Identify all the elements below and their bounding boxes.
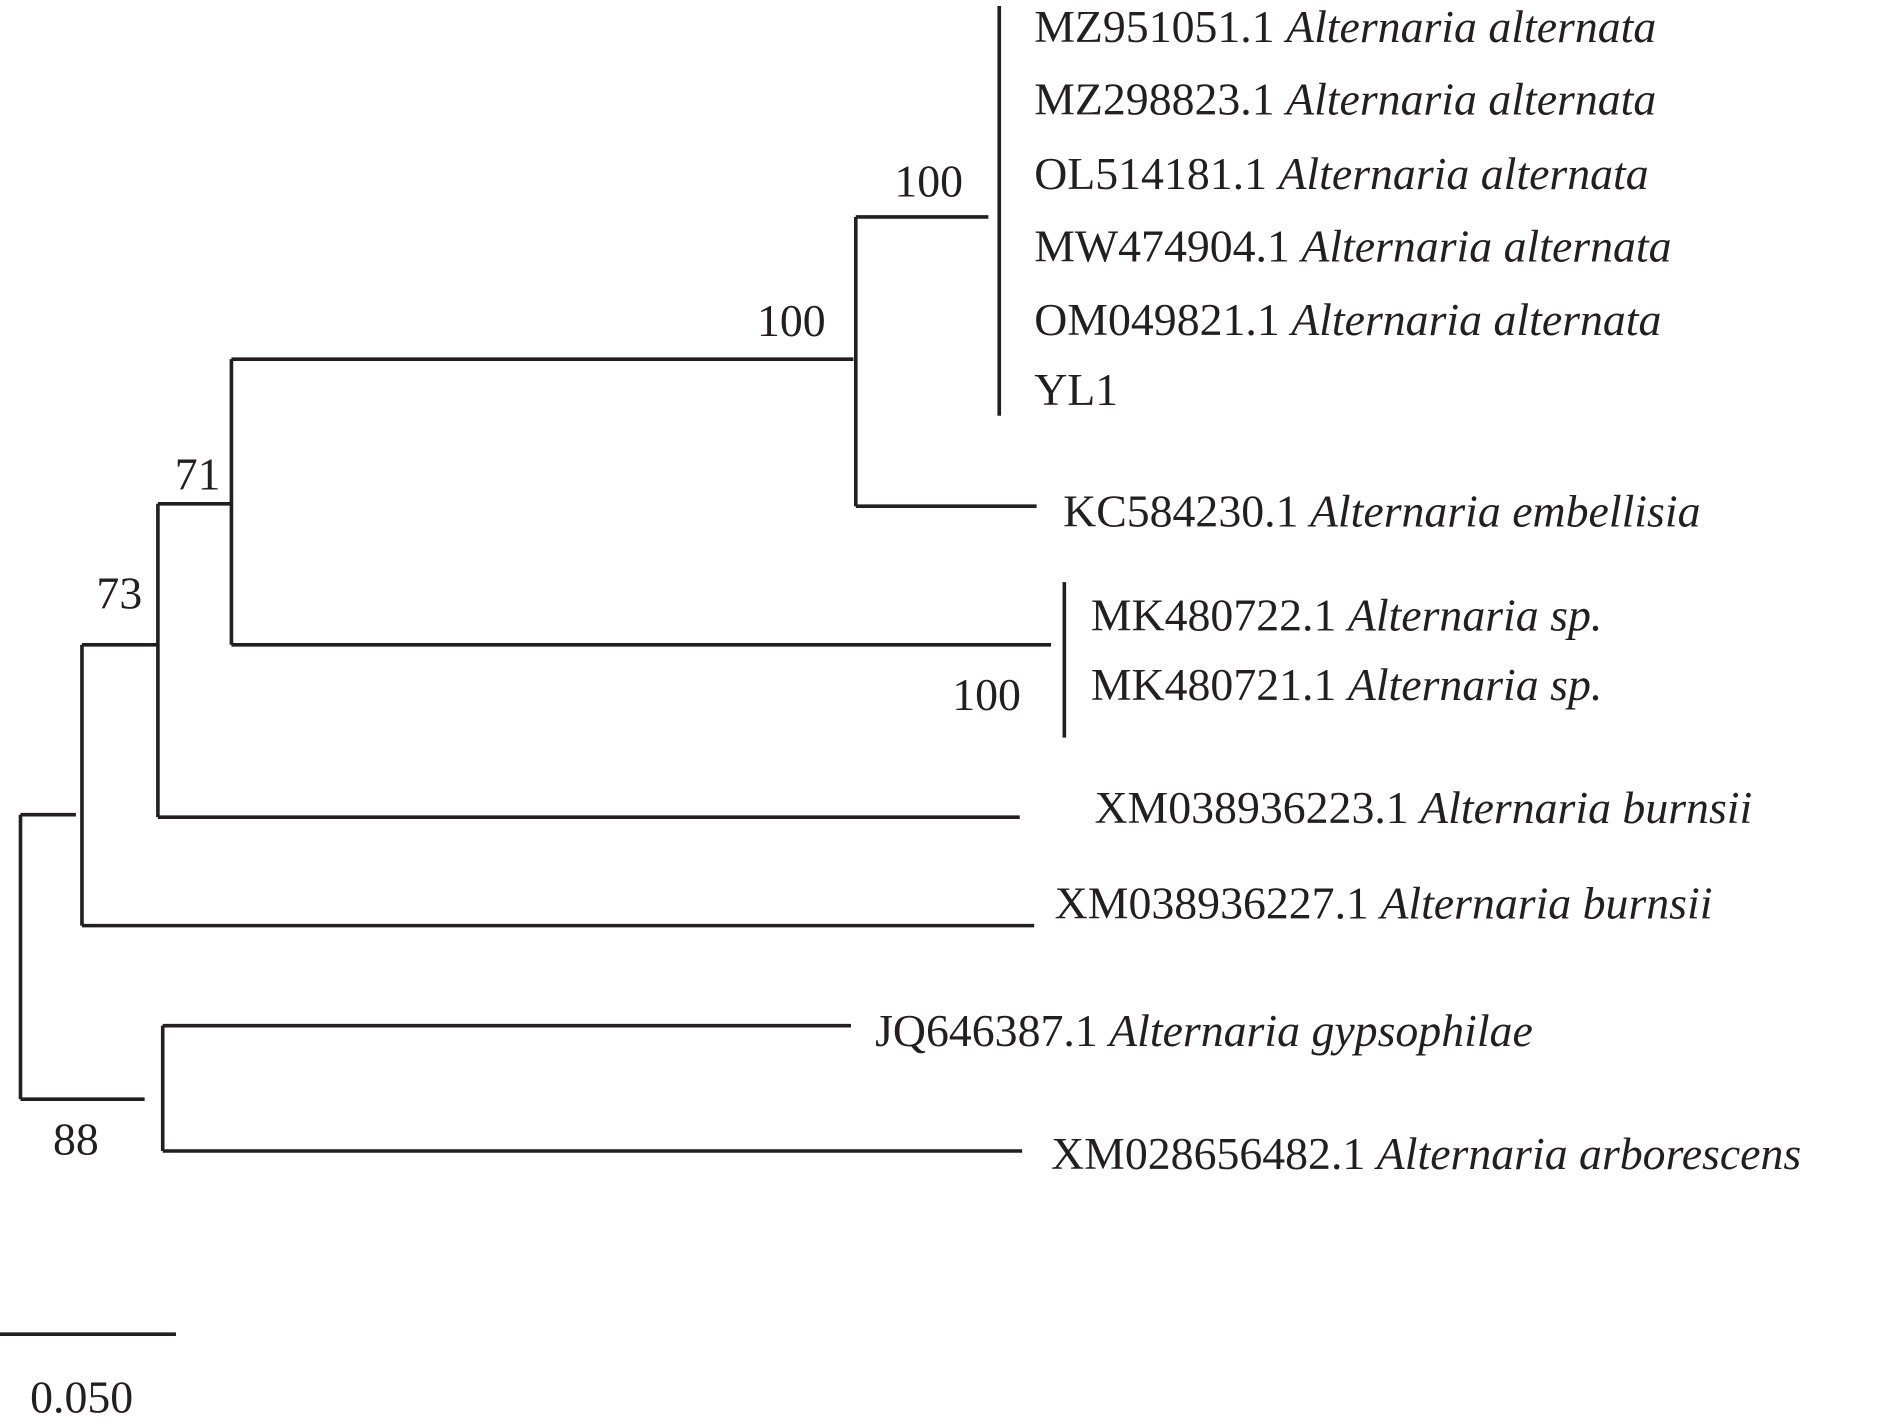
taxon-label: JQ646387.1 Alternaria gypsophilae [875,1005,1533,1056]
scale-bar-label: 0.050 [30,1372,133,1423]
taxon-label: XM038936223.1 Alternaria burnsii [1094,782,1752,833]
taxon-label: MK480721.1 Alternaria sp. [1091,659,1602,710]
bootstrap-label: 100 [894,155,963,206]
bootstrap-label: 71 [175,448,221,499]
bootstrap-label: 88 [53,1114,99,1165]
taxon-label: XM028656482.1 Alternaria arborescens [1051,1128,1801,1179]
taxon-label: MK480722.1 Alternaria sp. [1091,589,1602,640]
taxon-label: XM038936227.1 Alternaria burnsii [1055,877,1713,928]
taxon-label: YL1 [1034,364,1118,415]
taxon-label: OL514181.1 Alternaria alternata [1034,148,1648,199]
taxon-label: MZ298823.1 Alternaria alternata [1034,73,1656,124]
taxon-label: MW474904.1 Alternaria alternata [1034,221,1671,272]
taxon-label: KC584230.1 Alternaria embellisia [1063,486,1700,537]
taxon-label: MZ951051.1 Alternaria alternata [1034,1,1656,52]
bootstrap-label: 73 [96,568,142,619]
bootstrap-label: 100 [757,295,826,346]
taxon-label: OM049821.1 Alternaria alternata [1034,294,1661,345]
bootstrap-label: 100 [952,669,1021,720]
